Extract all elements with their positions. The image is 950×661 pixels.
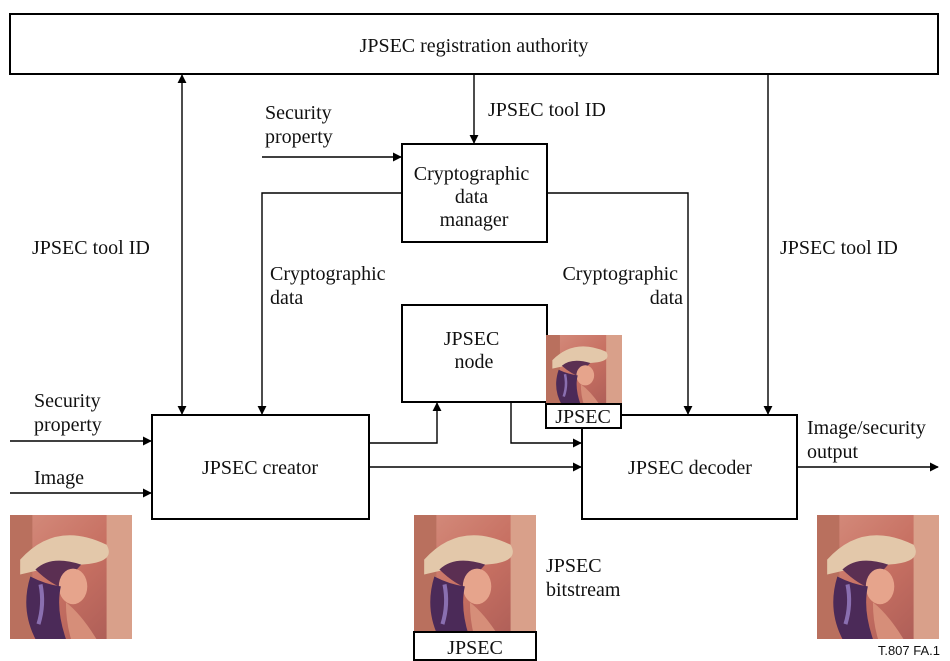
bitstream-line-2: bitstream <box>546 579 621 601</box>
node-jpsec-tag-label: JPSEC <box>555 406 611 428</box>
crypto-data-left-line-1: Cryptographic <box>270 263 386 285</box>
node-jpsec-tag-box <box>545 403 622 429</box>
manager-to-decoder-crypto-data-arrow <box>547 192 693 415</box>
crypto-data-manager-line-2: data <box>455 186 488 208</box>
output-line-2: output <box>807 441 859 463</box>
jpsec-node-line-1: JPSEC <box>444 328 500 350</box>
registration-authority-label: JPSEC registration authority <box>360 35 589 57</box>
security-property-top-line-1: Security <box>265 102 332 124</box>
output-label: Image/security output <box>807 417 931 463</box>
bitstream-jpsec-tag-box <box>413 631 537 661</box>
registration-authority-box <box>9 13 939 75</box>
jpsec-creator-box <box>151 414 370 520</box>
input-image-thumbnail <box>10 515 132 639</box>
output-line-1: Image/security <box>807 417 926 439</box>
crypto-data-right-line-1: Cryptographic <box>562 263 678 285</box>
jpsec-node-box <box>401 304 548 403</box>
tool-id-top-label: JPSEC tool ID <box>488 99 606 121</box>
crypto-data-manager-label: Cryptographic data manager <box>414 163 535 231</box>
security-property-left-line-2: property <box>34 414 102 436</box>
image-label: Image <box>34 467 84 489</box>
crypto-data-right-line-2: data <box>650 287 683 309</box>
tool-id-right-label: JPSEC tool ID <box>780 237 898 259</box>
crypto-data-right-label: Cryptographic data <box>562 263 683 309</box>
node-to-decoder-arrow <box>510 402 582 448</box>
crypto-data-left-line-2: data <box>270 287 303 309</box>
jpsec-node-line-2: node <box>455 351 494 373</box>
jpsec-node-label: JPSEC node <box>444 328 505 373</box>
bitstream-label: JPSEC bitstream <box>546 555 621 601</box>
crypto-data-left-label: Cryptographic data <box>270 263 391 309</box>
node-image-thumbnail <box>546 335 622 405</box>
jpsec-decoder-label: JPSEC decoder <box>628 457 752 479</box>
crypto-data-manager-line-3: manager <box>440 209 509 231</box>
output-image-thumbnail <box>817 515 939 639</box>
security-property-top-line-2: property <box>265 126 333 148</box>
manager-to-creator-crypto-data-arrow <box>257 192 402 415</box>
crypto-data-manager-box <box>401 143 548 243</box>
bitstream-jpsec-tag-label: JPSEC <box>447 637 503 659</box>
crypto-data-manager-line-1: Cryptographic <box>414 163 530 185</box>
creator-to-node-arrow <box>369 402 442 444</box>
tool-id-left-label: JPSEC tool ID <box>32 237 150 259</box>
security-property-top-label: Security property <box>265 102 337 148</box>
bitstream-line-1: JPSEC <box>546 555 602 577</box>
bitstream-image-thumbnail <box>414 515 536 639</box>
jpsec-decoder-box <box>581 414 798 520</box>
security-property-left-label: Security property <box>34 390 106 436</box>
figure-id-label: T.807 FA.1 <box>878 643 940 658</box>
security-property-left-line-1: Security <box>34 390 101 412</box>
jpsec-creator-label: JPSEC creator <box>202 457 318 479</box>
